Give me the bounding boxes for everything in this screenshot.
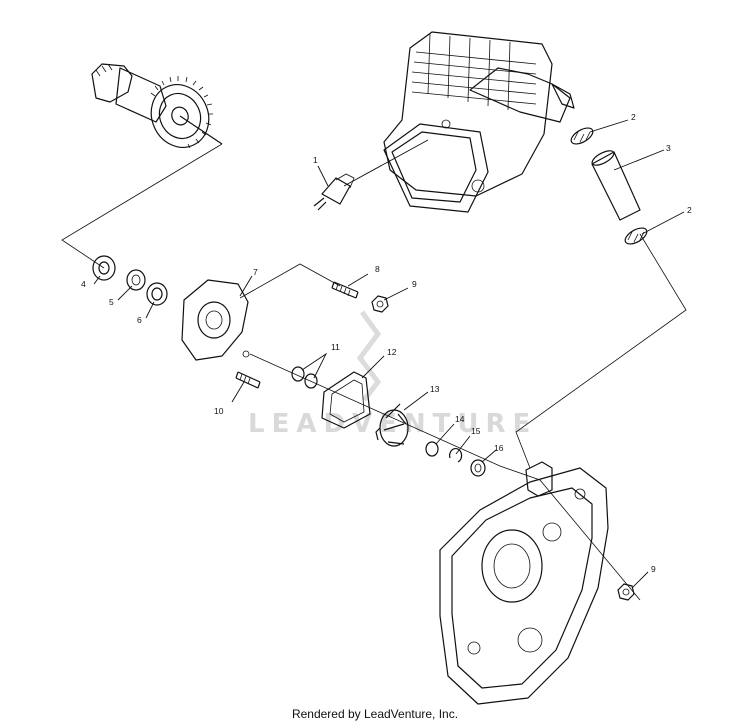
callout-2-bottom: 2 <box>687 205 692 215</box>
callout-labels: 1 2 2 3 4 5 6 7 8 9 9 10 11 12 13 14 15 … <box>81 112 692 574</box>
callout-14: 14 <box>455 414 465 424</box>
callout-9-lower: 9 <box>651 564 656 574</box>
callout-3: 3 <box>666 143 671 153</box>
bearing-part-6 <box>146 282 168 306</box>
stud-part-8 <box>331 281 359 299</box>
callout-15: 15 <box>471 426 481 436</box>
hose-clamp-top <box>570 127 594 145</box>
callout-11: 11 <box>331 342 340 352</box>
nut-part-9-lower <box>617 583 635 601</box>
callout-5: 5 <box>109 297 114 307</box>
hose-clamp-bottom <box>624 227 648 245</box>
connection-lines <box>61 143 687 601</box>
callout-8: 8 <box>375 264 380 274</box>
impeller-part-13 <box>375 403 409 447</box>
gear-shaft-assembly <box>91 63 223 149</box>
spacer-part-5 <box>126 269 146 291</box>
stud-part-10 <box>235 371 261 389</box>
callout-12: 12 <box>387 347 397 357</box>
cylinder-assembly <box>383 31 575 213</box>
pump-housing-part-7 <box>181 279 250 361</box>
bushing-part-16 <box>470 459 486 477</box>
watermark-text: LEADVENTURE <box>248 409 537 439</box>
washer-part-14 <box>425 441 439 457</box>
bearing-part-4 <box>92 255 116 281</box>
callout-2-top: 2 <box>631 112 636 122</box>
callout-13: 13 <box>430 384 440 394</box>
callout-7: 7 <box>253 267 258 277</box>
o-rings-part-11 <box>291 366 318 389</box>
watermark: LEADVENTURE <box>248 310 537 439</box>
callout-4: 4 <box>81 279 86 289</box>
callout-10: 10 <box>214 406 224 416</box>
callout-1: 1 <box>313 155 318 165</box>
nut-part-9-upper <box>371 295 389 313</box>
leader-lines <box>93 119 685 589</box>
callout-6: 6 <box>137 315 142 325</box>
callout-16: 16 <box>494 443 504 453</box>
crankcase-cover <box>439 461 609 705</box>
fitting-part-1 <box>313 173 355 211</box>
clip-part-15 <box>449 447 463 463</box>
gasket-part-12 <box>321 371 371 429</box>
render-credit: Rendered by LeadVenture, Inc. <box>291 707 459 721</box>
callout-9-upper: 9 <box>412 279 417 289</box>
hose-part-3 <box>591 150 641 221</box>
